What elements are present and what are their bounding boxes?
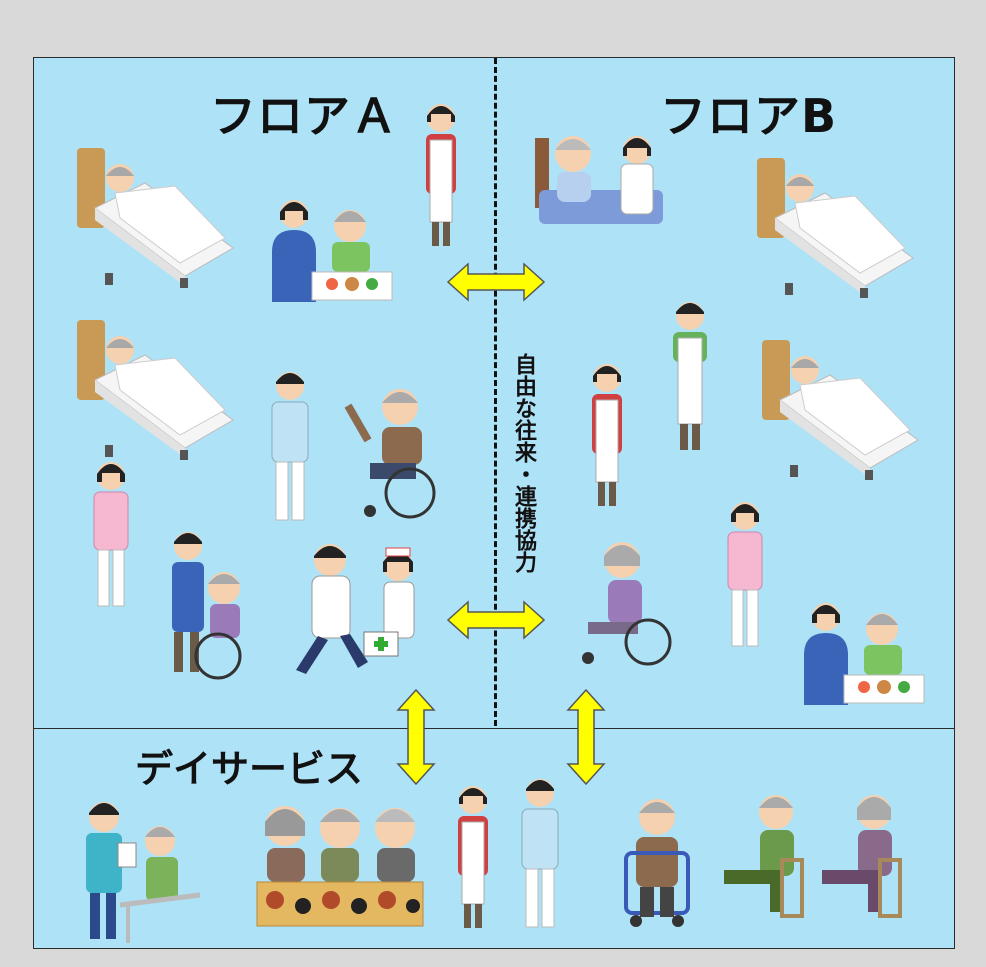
doctor-nurse-running-icon — [296, 544, 415, 674]
wheelchair-user-icon — [624, 799, 690, 927]
floor-b-title: フロアB — [660, 89, 838, 143]
feeding-assistance-icon — [272, 200, 393, 302]
free-movement-label: 自由な往来・連携協力 — [497, 318, 537, 608]
rehab-walking-icon — [86, 802, 201, 943]
bed-patient-icon — [77, 320, 234, 460]
wheelchair-user-icon — [344, 389, 436, 519]
floor-a-title: フロアＡ — [210, 89, 398, 143]
male-caregiver-apron-icon — [673, 302, 707, 450]
bed-patient-icon — [77, 148, 234, 288]
wheelchair-user-icon — [582, 542, 672, 666]
horizontal-arrow-icon — [446, 600, 546, 640]
elderly-dining-icon — [256, 806, 424, 927]
bed-patient-icon — [762, 340, 919, 480]
leg-exercise-icon — [822, 795, 902, 918]
feeding-assistance-icon — [804, 603, 925, 705]
caregiver-apron-icon — [426, 104, 456, 246]
female-nurse-icon — [727, 502, 763, 647]
caregiver-apron-icon — [458, 786, 488, 928]
female-nurse-icon — [93, 462, 129, 607]
vertical-arrow-icon — [396, 688, 436, 786]
floor-dayservice-divider — [33, 728, 955, 729]
vertical-arrow-icon — [566, 688, 606, 786]
day-service-title: デイサービス — [135, 747, 364, 791]
male-staff-icon — [521, 779, 559, 928]
leg-exercise-icon — [724, 795, 804, 918]
caregiver-apron-icon — [592, 364, 622, 506]
horizontal-arrow-icon — [446, 262, 546, 302]
bed-patient-icon — [757, 158, 914, 298]
male-staff-icon — [271, 372, 309, 521]
caregiver-wheelchair-icon — [172, 532, 242, 680]
doctor-bedside-icon — [535, 136, 663, 224]
floor-divider-dashed — [494, 58, 497, 726]
